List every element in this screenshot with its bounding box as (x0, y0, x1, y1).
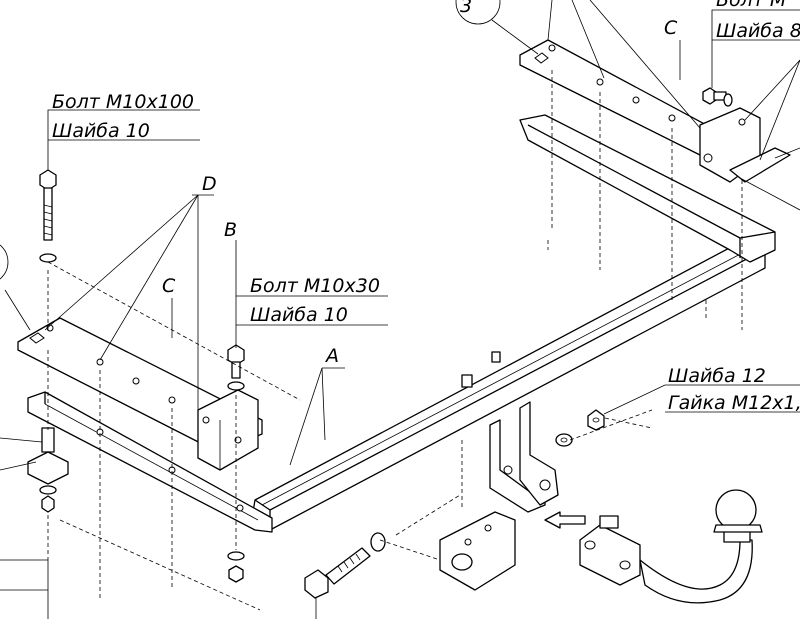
bolt-top-right (702, 87, 733, 107)
tow-ball-assembly (579, 489, 763, 604)
main-crossbar-beam (251, 114, 776, 531)
label-washer-10-a: Шайба 10 (52, 120, 150, 142)
center-hitch-bracket (489, 401, 559, 513)
left-side-bracket (27, 391, 273, 533)
letter-d: D (202, 173, 217, 195)
washer-12-nut-m12 (555, 409, 605, 447)
letter-c-left: C (162, 275, 176, 297)
part-number-3: 3 (460, 0, 472, 17)
label-washer-top-right: Шайба 8 (716, 20, 800, 42)
label-nut-m12: Гайка М12х1, (668, 392, 800, 414)
letter-b: B (224, 219, 237, 241)
label-bolt-top-right: Болт М (716, 0, 786, 11)
label-washer-10-b: Шайба 10 (250, 304, 348, 326)
lower-mounting-plate (439, 511, 516, 591)
letter-c-right: C (664, 17, 678, 39)
hitch-insert-arrow (544, 511, 586, 529)
lower-long-bolt (304, 532, 386, 599)
label-bolt-m10x100: Болт М10х100 (52, 91, 194, 113)
right-vertical-bracket (699, 107, 791, 183)
label-washer-12: Шайба 12 (668, 365, 766, 387)
part-number-circle-left (0, 244, 9, 280)
part-number-circle (455, 0, 501, 25)
letter-a: A (324, 345, 339, 367)
left-vertical-bracket (197, 389, 259, 471)
bolt-m10x30 (227, 344, 245, 583)
label-bolt-m10x30: Болт М10х30 (250, 275, 380, 297)
assembly-dashed-lines (47, 70, 743, 611)
left-lower-fastener-stack (27, 427, 69, 513)
bolt-m10x100 (39, 169, 57, 263)
